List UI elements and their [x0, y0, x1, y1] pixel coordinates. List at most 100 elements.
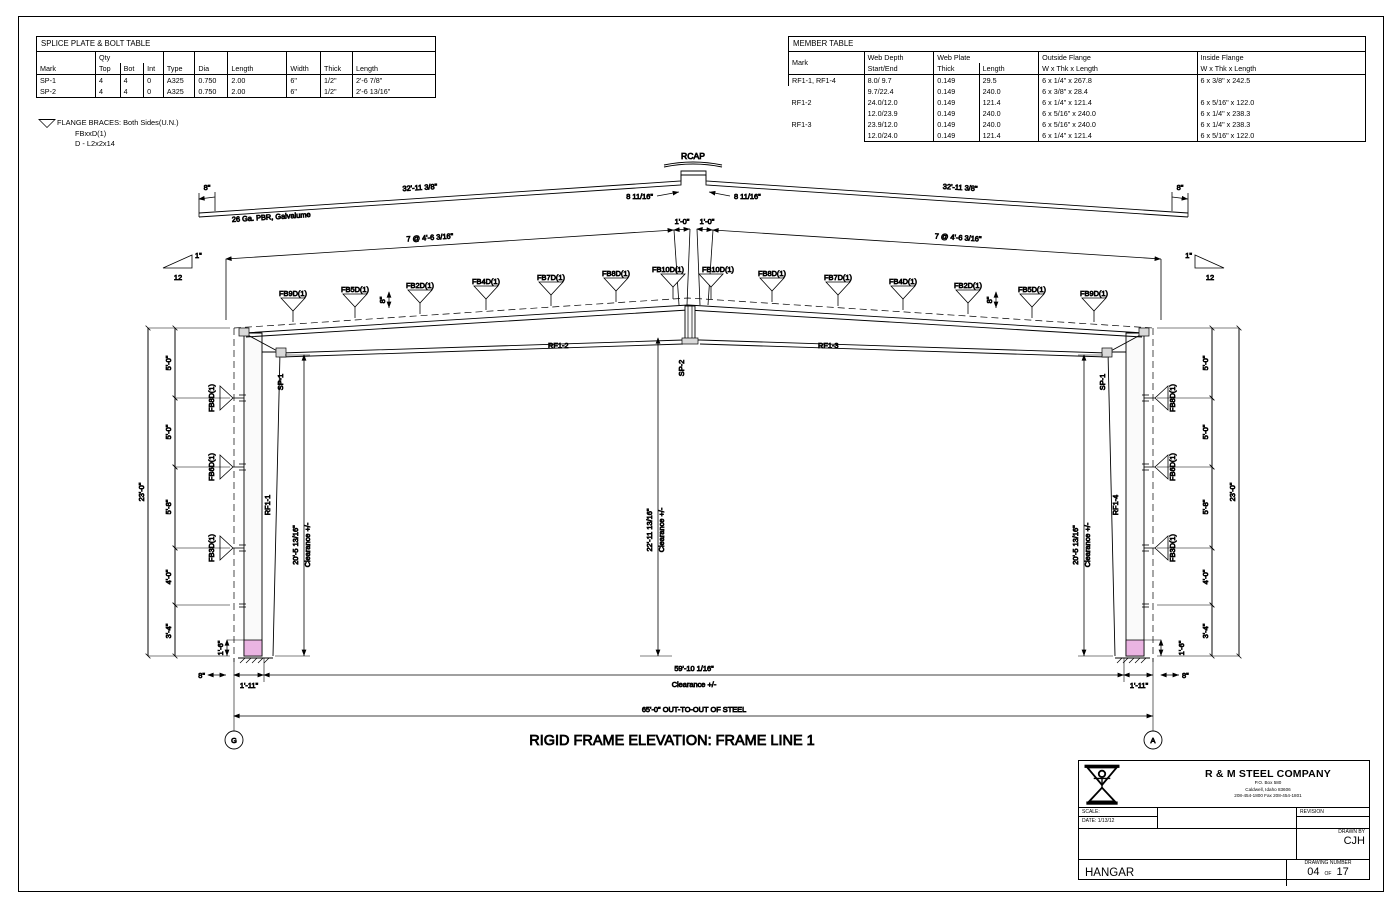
base-edge-right-dim: 8" [1182, 671, 1189, 680]
project-name: HANGAR [1085, 867, 1135, 879]
roof-brace-label-left-5: FB8D(1) [602, 269, 630, 278]
member-table: MEMBER TABLE Mark Web Depth Web Plate Ou… [788, 36, 1366, 142]
slope-run-left: 12 [174, 273, 182, 282]
wall-flange-braces-left: FB8D(1) FB6D(1) FB3D(1) [207, 384, 244, 562]
company-address-line2: Caldwell, Idaho 83606 [1245, 786, 1291, 792]
flange-brace-symbol: FB2D(1) [954, 281, 982, 314]
cell-mark: RF1-1, RF1-4 [788, 73, 865, 86]
slope-run-right: 12 [1206, 273, 1214, 282]
cell-top: 4 [95, 85, 121, 98]
ridge-clearance-dim: 22'-11 13/16" [645, 508, 654, 551]
clearance-height-right-dim: 20'-5 13/16" [1071, 525, 1080, 565]
drawn-by-cell: DRAWN BY CJH [1297, 829, 1369, 859]
roof-flange-braces-left: FB9D(1) FB5D(1) FB2D(1) FB4D(1) FB7D(1) … [279, 265, 686, 322]
cell-thick: 1/2" [320, 73, 354, 86]
flange-brace-symbol: FB7D(1) [537, 273, 565, 306]
wall-dim-left-2: 5'-8" [164, 499, 173, 514]
grid-bubble-left: G [231, 736, 237, 745]
flange-brace-symbol: FB2D(1) [406, 281, 434, 314]
col-inside-flange: Inside Flange [1196, 50, 1366, 63]
revision-label: REVISION [1297, 808, 1369, 817]
roof-brace-label-right-5: FB5D(1) [1018, 285, 1046, 294]
cell-width: 6" [286, 85, 321, 98]
flange-brace-symbol: FB10D(1) [652, 265, 686, 299]
column-left-label: RF1-1 [263, 495, 272, 516]
cell-outside: 6 x 3/8" x 28.4 [1038, 85, 1198, 97]
roof-brace-label-right-0: FB10D(1) [702, 265, 734, 274]
wall-flange-braces-right: FB8D(1) FB6D(1) FB3D(1) [1144, 384, 1177, 562]
cell-inside: 6 x 1/4" x 238.3 [1196, 107, 1366, 119]
cell-bot: 4 [120, 85, 145, 98]
ridge-cap-label: RCAP [681, 151, 705, 161]
roof-flange-braces-right: FB10D(1) FB8D(1) FB7D(1) FB4D(1) FB2D(1)… [698, 265, 1108, 322]
col-plate-length: Length [352, 50, 436, 75]
roof-brace-label-left-4: FB7D(1) [537, 273, 565, 282]
purlin-spacing-right-dim: 7 @ 4'-6 3/16" [934, 232, 982, 244]
roof-brace-label-right-2: FB7D(1) [824, 273, 852, 282]
roof-brace-label-right-3: FB4D(1) [889, 277, 917, 286]
cell-bot: 4 [120, 73, 145, 86]
table-row: 12.0/23.9 0.149 240.0 6 x 5/16" x 240.0 … [788, 107, 1366, 119]
purlin-spacing-left-dim: 7 @ 4'-6 3/16" [406, 231, 454, 243]
col-mark: Mark [36, 50, 96, 75]
cell-mark: SP-1 [36, 73, 96, 86]
flange-brace-symbol-icon [38, 119, 56, 128]
sheet-number: 04 [1307, 866, 1320, 878]
date-field: DATE: 1/13/12 [1079, 817, 1157, 825]
flange-brace-symbol: FB4D(1) [472, 277, 500, 310]
flange-brace-note-line2: FBxxD(1) [75, 128, 107, 138]
cell-type: A325 [162, 85, 196, 98]
out-to-out-dim: 65'-0" OUT-TO-OUT OF STEEL [642, 705, 746, 714]
ridge-clearance-note: Clearance +/- [657, 507, 666, 552]
col-dia: Dia [194, 50, 229, 75]
flange-brace-note-line1: FLANGE BRACES: Both Sides(U.N.) [57, 118, 179, 127]
wall-dim-right-0: 5'-0" [1201, 355, 1210, 370]
col-mark: Mark [788, 50, 865, 75]
grid-bubble-right: A [1151, 736, 1156, 745]
flange-brace-symbol: FB7D(1) [824, 273, 852, 306]
cell-mark: RF1-3 [788, 118, 865, 130]
column-right-label: RF1-4 [1111, 495, 1120, 516]
roof-brace-label-right-6: FB9D(1) [1080, 289, 1108, 298]
cell-dia: 0.750 [194, 85, 229, 98]
cell-thick: 0.149 [933, 107, 980, 119]
splice-right-label: SP-1 [1098, 374, 1107, 390]
flange-brace-symbol: FB4D(1) [889, 277, 917, 310]
cell-outside: 6 x 1/4" x 121.4 [1038, 96, 1198, 108]
cell-dia: 0.750 [194, 73, 229, 86]
table-row: Mark Web Depth Web Plate Outside Flange … [788, 50, 1366, 75]
base-offset-left-dim: 1'-11" [240, 681, 259, 690]
base-dim-left: 1'-6" [216, 640, 225, 655]
table-row: 12.0/24.0 0.149 121.4 6 x 1/4" x 121.4 6… [788, 129, 1366, 142]
col-bolt-length: Length [227, 50, 288, 75]
flange-brace-symbol: FB8D(1) [602, 269, 630, 302]
eave-height-right-dim: 23'-0" [1228, 482, 1237, 501]
roof-brace-label-left-2: FB2D(1) [406, 281, 434, 290]
rm-steel-logo-icon [1084, 764, 1120, 805]
project-cell: HANGAR [1079, 860, 1287, 886]
company-logo [1079, 761, 1167, 807]
cell-width: 6" [286, 73, 321, 86]
flange-brace-symbol: FB5D(1) [341, 285, 369, 318]
cell-thick: 0.149 [933, 73, 980, 86]
splice-left-label: SP-1 [276, 374, 285, 390]
cell-thick: 0.149 [933, 85, 980, 97]
sheet-number-cell: DRAWING NUMBER 04 OF 17 [1287, 860, 1369, 886]
cell-top: 4 [95, 73, 121, 86]
clearance-height-left-note: Clearance +/- [303, 522, 312, 567]
cell-outside: 6 x 5/16" x 240.0 [1038, 118, 1198, 130]
drawn-by-value: CJH [1343, 835, 1365, 847]
wall-dim-right-3: 4'-0" [1201, 569, 1210, 584]
rafter-right-label: RF1-3 [818, 341, 839, 350]
cell-mark [788, 129, 865, 142]
cell-inside: 6 x 1/4" x 238.3 [1196, 118, 1366, 130]
table-row: MEMBER TABLE [788, 36, 1366, 52]
left-dimension-chain: 5'-0" 5'-0" 5'-8" 4'-0" 3'-4" 23'-0" [137, 325, 230, 659]
cell-mark: SP-2 [36, 85, 96, 98]
clearance-height-right-note: Clearance +/- [1083, 522, 1092, 567]
rafter-left-label: RF1-2 [548, 341, 569, 350]
company-phone: 208-454-1800 Fax 208-454-1801 [1234, 793, 1302, 799]
scale-label: SCALE: [1079, 808, 1157, 817]
clear-span-note: Clearance +/- [672, 680, 717, 689]
